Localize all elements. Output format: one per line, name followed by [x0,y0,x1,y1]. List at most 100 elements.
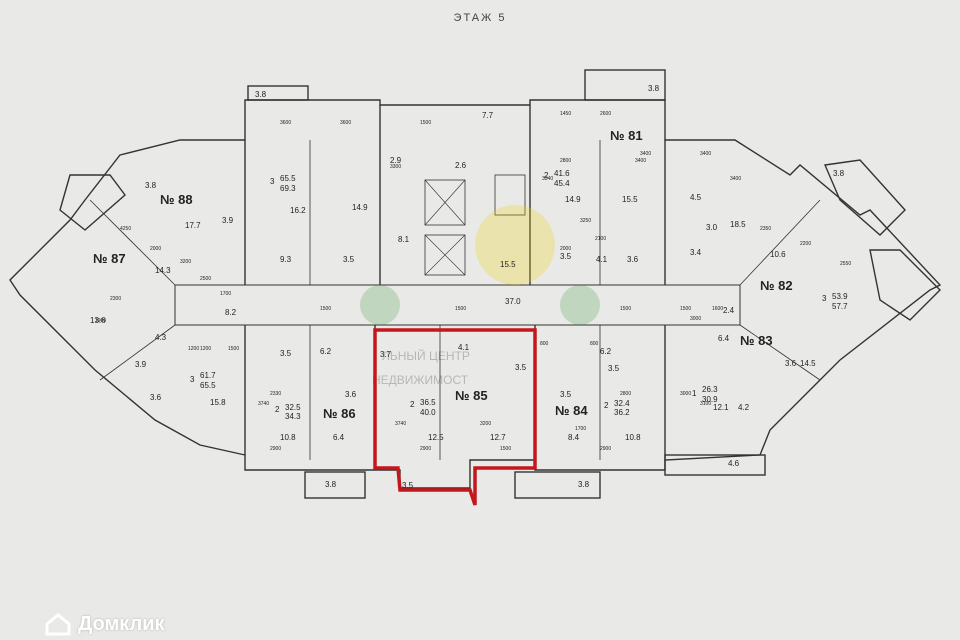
highlight-outline-apartment-85[interactable] [373,328,537,506]
room-area-label-3: 3.5 [343,255,355,264]
dimension-label-4: 1450 [560,111,571,117]
apartment-85-total-area: 40.0 [420,408,436,417]
dimension-label-47: 2900 [600,446,611,452]
room-area-label-5: 2.9 [390,156,402,165]
balcony [584,69,666,101]
dimension-label-12: 3200 [180,259,191,265]
room-area-label-24: 3.9 [135,360,147,369]
room-area-label-36: 12.5 [428,433,444,442]
dimension-label-35: 3100 [700,401,711,407]
room-area-label-40: 8.4 [568,433,580,442]
apartment-82-rooms: 3 [822,294,827,303]
apartment-number-88: № 88 [160,192,193,207]
dimension-label-17: 4250 [120,226,131,232]
brand-watermark: Домклик [44,612,165,636]
balcony-area-label-1: 3.8 [648,84,660,93]
dimension-label-7: 3400 [635,158,646,164]
apartment-81-rooms: 2 [544,171,549,180]
dimension-label-31: 800 [540,341,549,347]
apartment-84-rooms: 2 [604,401,609,410]
dimension-label-3: 1500 [420,120,431,126]
room-area-label-34: 4.1 [458,343,470,352]
room-area-label-15: 18.5 [730,220,746,229]
dimension-label-6: 2800 [560,158,571,164]
dimension-label-40: 1500 [228,346,239,352]
dimension-label-44: 2900 [270,446,281,452]
elevator-shaft [424,179,466,226]
apartment-84-total-area: 36.2 [614,408,630,417]
dimension-label-13: 2500 [200,276,211,282]
apartment-85-rooms: 2 [410,400,415,409]
room-area-label-23: 8.2 [225,308,237,317]
room-area-label-30: 3.6 [345,390,357,399]
room-area-label-7: 7.7 [482,111,494,120]
dimension-label-34: 3000 [680,391,691,397]
building-outline [9,69,942,499]
room-area-label-28: 3.5 [280,349,292,358]
apartment-81-living-area: 41.6 [554,169,570,178]
room-area-label-29: 6.2 [320,347,332,356]
balcony [869,249,941,321]
balcony-area-label-2: 3.8 [145,181,157,190]
room-area-label-41: 10.8 [625,433,641,442]
room-area-label-2: 9.3 [280,255,292,264]
room-area-label-22: 13.6 [90,316,106,325]
dimension-label-14: 1700 [220,291,231,297]
dimension-label-38: 3200 [480,421,491,427]
room-area-label-45: 14.5 [800,359,816,368]
apartment-number-83: № 83 [740,333,773,348]
dimension-label-10: 2100 [595,236,606,242]
dimension-label-46: 1500 [500,446,511,452]
balcony-area-label-5: 3.5 [402,481,414,490]
overlay-text-line-1: ЛЬНЫЙ ЦЕНТР [382,348,470,363]
balcony-area-label-7: 4.6 [728,459,740,468]
dimension-label-20: 3400 [700,151,711,157]
apartment-86-living-area: 32.5 [285,403,301,412]
dimension-label-0: 3600 [280,120,291,126]
room-area-label-13: 15.5 [622,195,638,204]
dimension-label-37: 3740 [395,421,406,427]
apartment-86-rooms: 2 [275,405,280,414]
dimension-label-42: 2330 [270,391,281,397]
dimension-label-22: 2350 [760,226,771,232]
apartment-number-84: № 84 [555,403,588,418]
apartment-86-total-area: 34.3 [285,412,301,421]
room-area-label-35: 3.5 [515,363,527,372]
balcony [664,454,766,476]
watermark-overlay: ЛЬНЫЙ ЦЕНТР НЕДВИЖИМОСТ [360,205,600,387]
apartment-88-living-area: 65.5 [280,174,296,183]
dimension-label-27: 1500 [455,306,466,312]
balcony [59,174,126,231]
dimension-label-8: 3340 [542,176,553,182]
room-area-label-37: 12.7 [490,433,506,442]
apartment-number-82: № 82 [760,278,793,293]
dimension-label-5: 2600 [600,111,611,117]
dimension-label-24: 2550 [840,261,851,267]
dimension-label-19: 3400 [640,151,651,157]
room-area-label-18: 10.6 [770,250,786,259]
room-area-label-21: 14.3 [155,266,171,275]
dimension-label-29: 1500 [680,306,691,312]
balcony [514,471,601,499]
elevator-shaft [424,234,466,276]
balcony-area-label-3: 3.8 [833,169,845,178]
room-area-label-6: 2.6 [455,161,467,170]
dimension-label-9: 3250 [580,218,591,224]
dimension-label-16: 1900 [95,318,106,324]
apartment-82-total-area: 57.7 [832,302,848,311]
house-logo-icon [45,613,71,636]
dimension-label-15: 2300 [110,296,121,302]
room-area-label-4: 8.1 [398,235,410,244]
dimension-label-36: 1700 [575,426,586,432]
apartment-88-total-area: 69.3 [280,184,296,193]
dimension-label-39: 1200 [200,346,211,352]
room-area-label-1: 16.2 [290,206,306,215]
room-area-label-47: 4.2 [738,403,750,412]
dimension-label-33: 2800 [620,391,631,397]
room-area-label-31: 10.8 [280,433,296,442]
room-area-label-32: 6.4 [333,433,345,442]
balcony [247,85,309,101]
